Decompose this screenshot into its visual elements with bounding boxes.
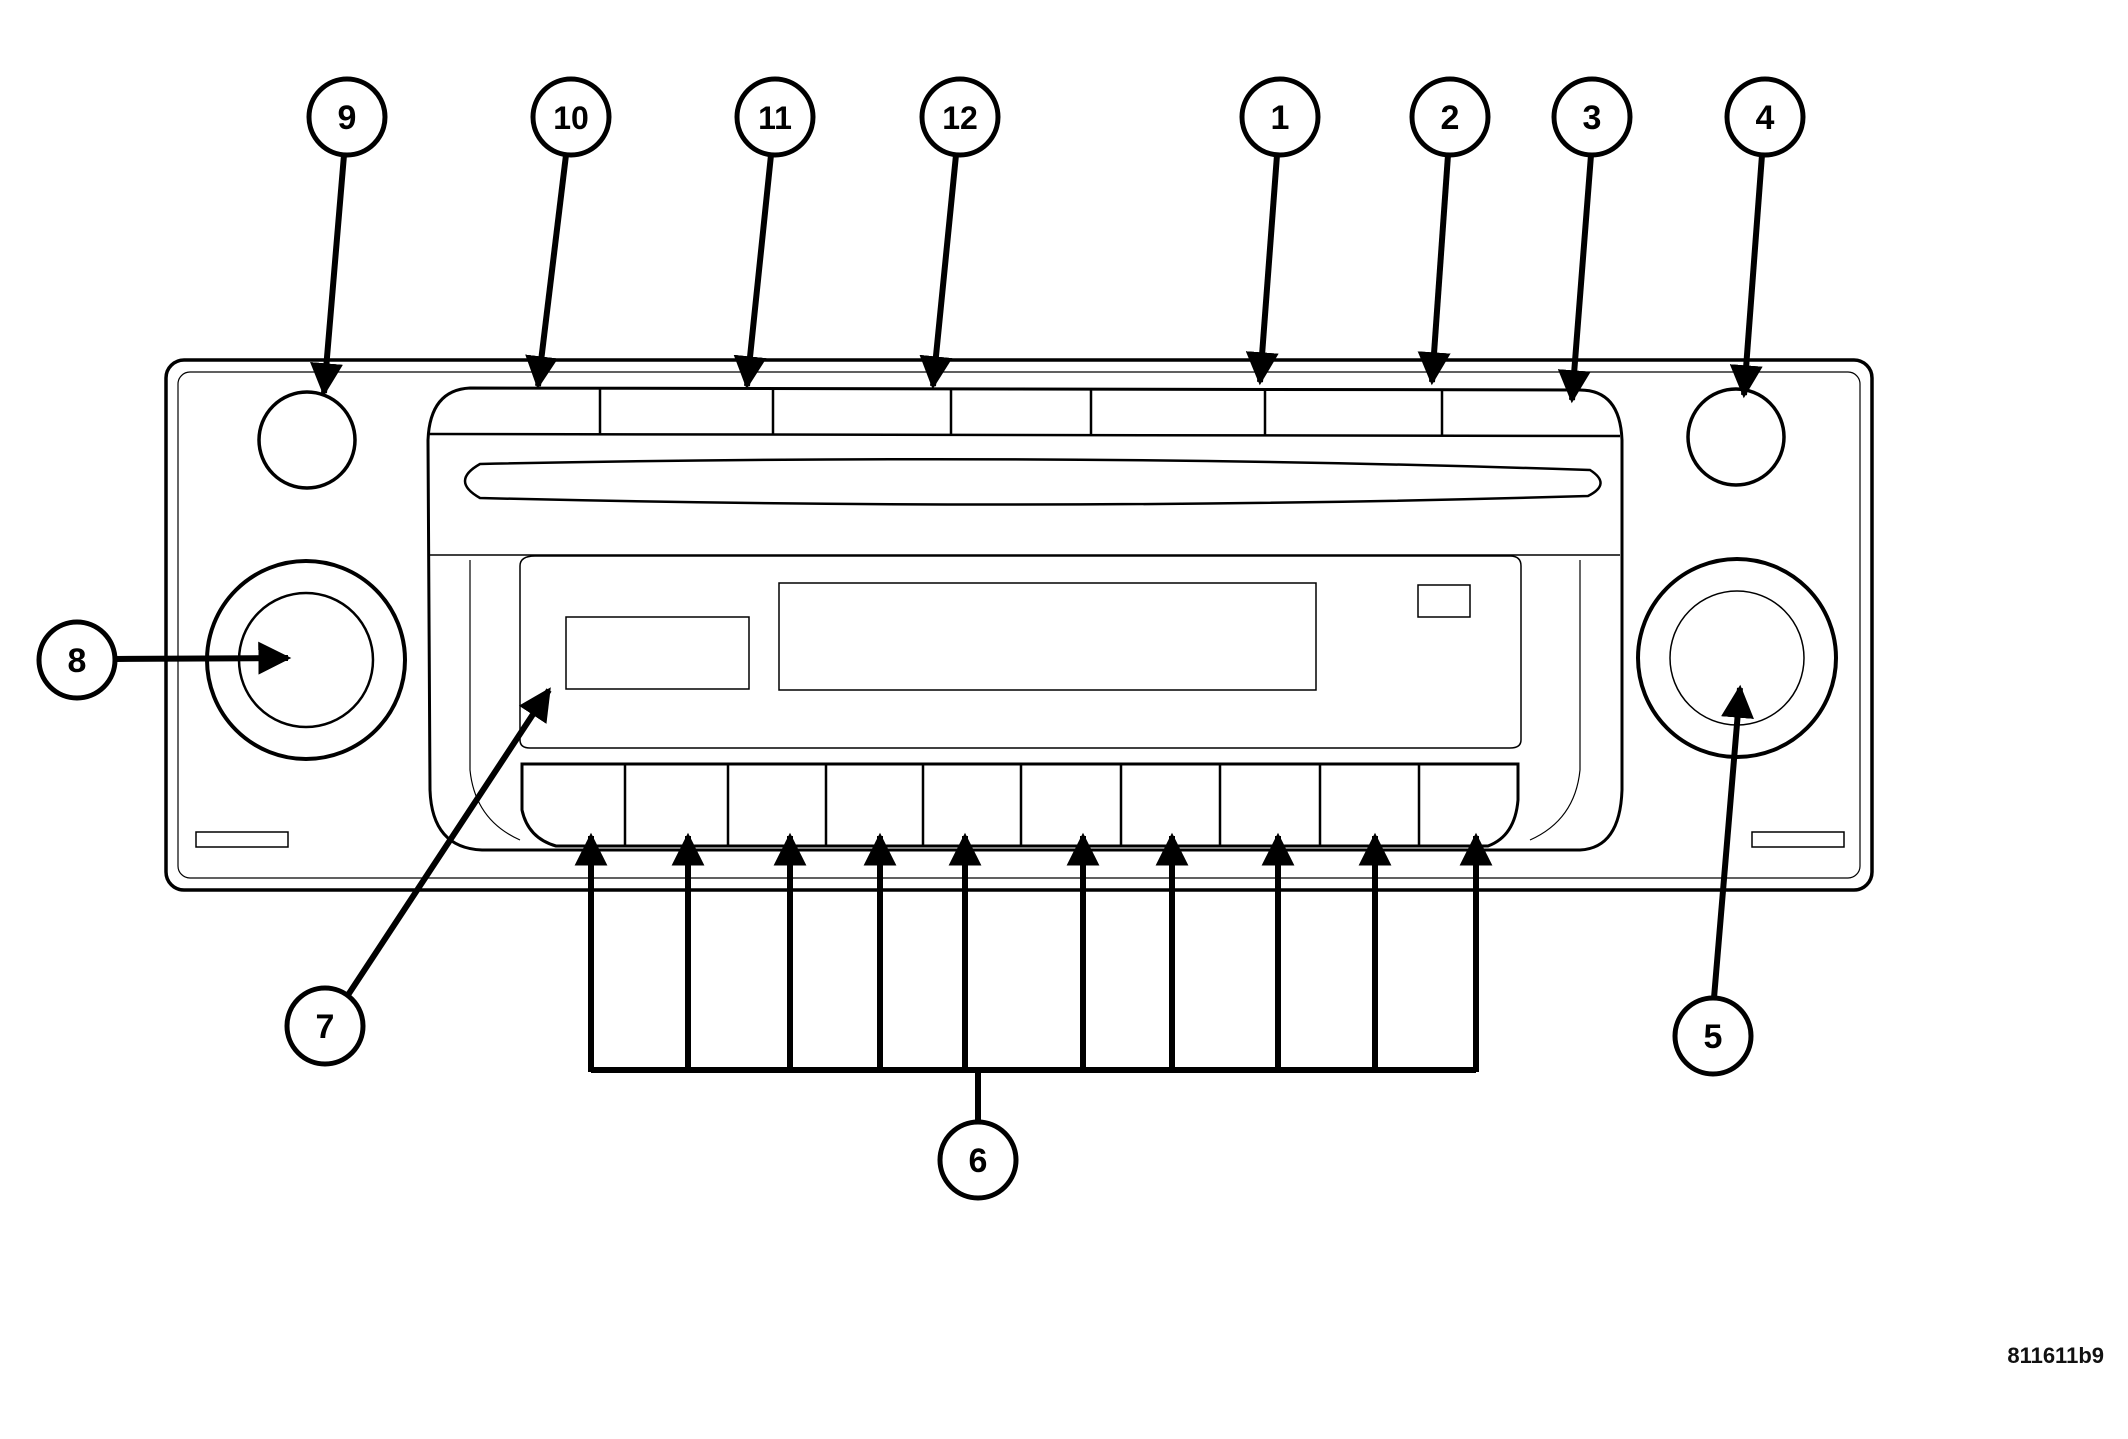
callout-8: 8	[36, 619, 292, 701]
main-display-box	[778, 582, 1317, 691]
left-slot-indicator	[195, 831, 289, 848]
callout-1-bubble	[1239, 76, 1321, 158]
display-window	[519, 555, 1522, 749]
callout-7-label: 7	[316, 1008, 335, 1046]
callout-5-bubble	[1672, 995, 1754, 1077]
left-display-box	[565, 616, 750, 690]
callout-4-label: 4	[1756, 99, 1775, 137]
callout-7-arrow	[345, 687, 552, 997]
callout-11: 11	[733, 76, 816, 390]
cd-slot	[463, 457, 1602, 506]
callout-9: 9	[306, 76, 388, 397]
callout-4: 4	[1724, 76, 1806, 399]
callout-12-label: 12	[942, 100, 978, 136]
callout-10-label: 10	[553, 100, 589, 136]
center-panel-outline	[426, 386, 1624, 852]
callout-7: 7	[284, 687, 552, 1067]
callout-6-bracket	[591, 1067, 1476, 1123]
right-small-button[interactable]	[1686, 387, 1786, 487]
callout-8-arrow	[114, 641, 292, 675]
radio-unit	[164, 358, 1874, 892]
preset-button-dividers	[623, 764, 1421, 846]
inner-shell-curve-right	[1529, 560, 1581, 841]
callout-1-arrow	[1245, 154, 1280, 386]
callout-8-label: 8	[68, 642, 87, 680]
callout-9-arrow	[310, 154, 347, 397]
callout-6-label: 6	[969, 1142, 988, 1180]
radio-bezel-inner	[177, 371, 1861, 879]
callout-11-bubble	[734, 76, 816, 158]
callout-3-arrow	[1557, 154, 1594, 404]
callout-6: 6	[574, 832, 1493, 1201]
callout-1: 1	[1239, 76, 1321, 386]
figure-id: 811611b9	[2007, 1343, 2104, 1368]
top-button-strip-base	[427, 432, 1621, 438]
callout-12: 12	[919, 76, 1001, 390]
callout-2-arrow	[1417, 154, 1451, 386]
callout-8-bubble	[36, 619, 118, 701]
callout-6-bubble	[937, 1119, 1019, 1201]
callout-12-arrow	[919, 154, 959, 390]
callout-4-arrow	[1729, 154, 1765, 399]
right-slot-indicator	[1751, 831, 1845, 848]
inner-shell-curve-left	[469, 560, 521, 841]
callout-10-arrow	[525, 154, 569, 390]
left-small-button[interactable]	[257, 390, 357, 490]
callout-12-bubble	[919, 76, 1001, 158]
callout-4-bubble	[1724, 76, 1806, 158]
callout-5-arrow	[1711, 684, 1754, 999]
callout-3-label: 3	[1583, 99, 1602, 137]
callout-7-bubble	[284, 985, 366, 1067]
display-indicator-box	[1417, 584, 1471, 618]
radio-bezel-outer	[164, 358, 1874, 892]
top-button-dividers	[598, 388, 1444, 436]
callout-2: 2	[1409, 76, 1491, 386]
callout-11-label: 11	[758, 100, 792, 136]
callout-2-bubble	[1409, 76, 1491, 158]
callout-11-arrow	[733, 154, 774, 390]
callout-9-label: 9	[338, 99, 357, 137]
callout-10-bubble	[530, 76, 612, 158]
callout-2-label: 2	[1441, 99, 1460, 137]
callout-10: 10	[525, 76, 612, 390]
callout-9-bubble	[306, 76, 388, 158]
callout-1-label: 1	[1271, 99, 1290, 137]
callout-5: 5	[1672, 684, 1754, 1077]
callout-5-label: 5	[1704, 1018, 1723, 1056]
callout-3-bubble	[1551, 76, 1633, 158]
callout-3: 3	[1551, 76, 1633, 404]
